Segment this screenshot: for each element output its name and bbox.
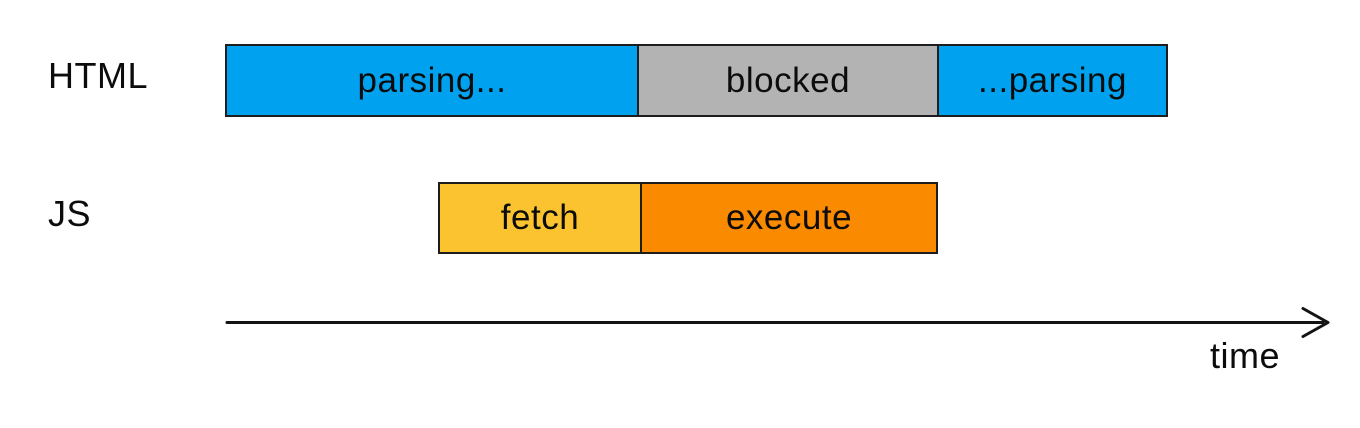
html-timeline-bar: parsing... blocked ...parsing bbox=[225, 44, 1168, 117]
segment-parsing-start: parsing... bbox=[227, 46, 637, 115]
segment-fetch: fetch bbox=[440, 184, 640, 252]
arrowhead-icon bbox=[1301, 307, 1330, 338]
time-axis-arrow bbox=[225, 307, 1330, 338]
time-axis-label: time bbox=[1210, 335, 1281, 376]
js-timeline-bar: fetch execute bbox=[438, 182, 938, 254]
segment-blocked: blocked bbox=[637, 46, 937, 115]
row-label-html: HTML bbox=[48, 55, 148, 96]
segment-execute: execute bbox=[640, 184, 936, 252]
row-label-js: JS bbox=[48, 193, 92, 234]
segment-parsing-resume: ...parsing bbox=[937, 46, 1166, 115]
